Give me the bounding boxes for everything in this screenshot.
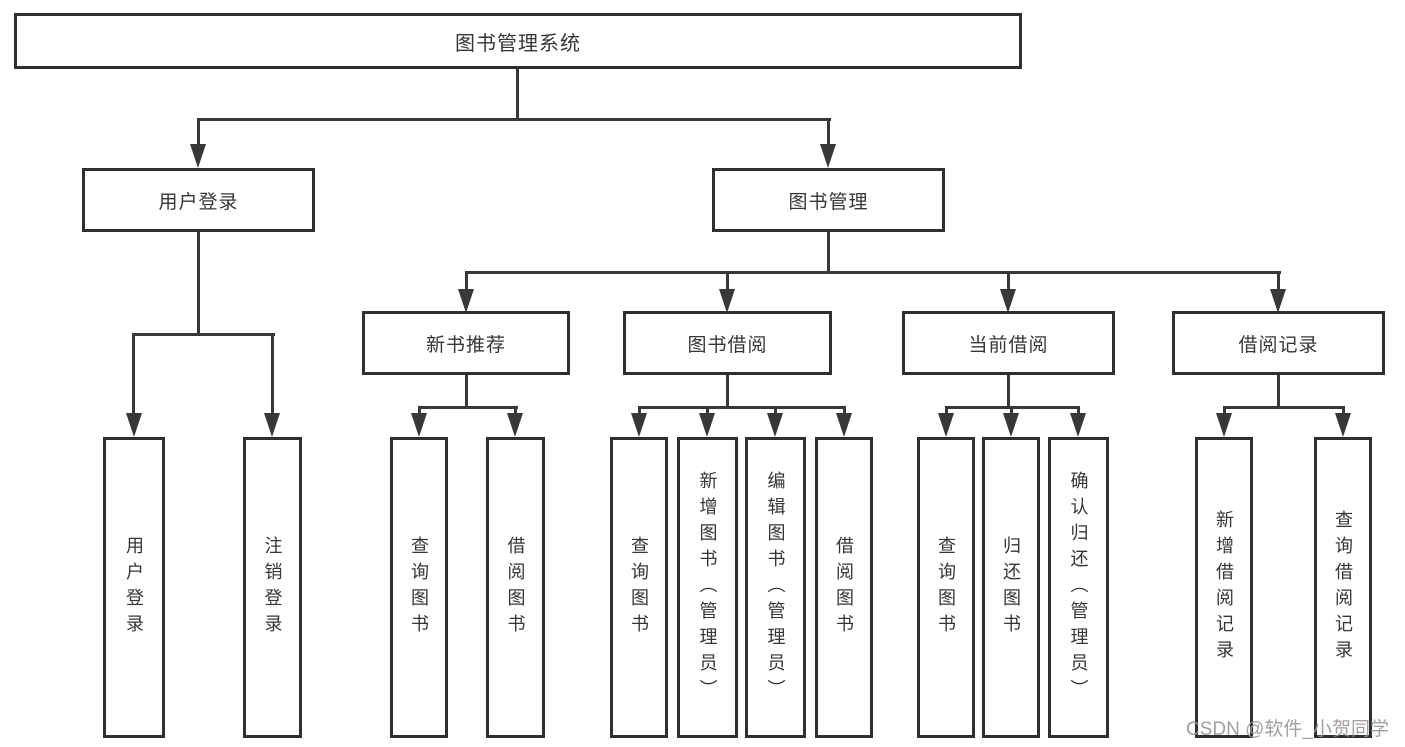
arrowhead-icon — [507, 413, 523, 437]
arrowhead-icon — [938, 413, 954, 437]
connector-user-login-rail — [132, 333, 275, 336]
connector-root-stem — [516, 69, 519, 121]
connector-leaf-stem — [465, 271, 468, 289]
connector-newbook-rail — [418, 406, 518, 409]
arrowhead-icon — [1000, 289, 1016, 313]
connector-records-rail — [1223, 406, 1345, 409]
connector-leaf-stem — [1077, 406, 1080, 414]
connector-leaf-stem — [1223, 406, 1226, 414]
leaf-borrow-books: 借阅图书 — [486, 437, 545, 738]
connector-leaf-stem — [1342, 406, 1345, 414]
node-book-borrowing: 图书借阅 — [623, 311, 832, 375]
leaf-logout: 注销登录 — [243, 437, 302, 738]
leaf-borrow-books: 借阅图书 — [815, 437, 873, 738]
node-borrowing-records: 借阅记录 — [1172, 311, 1385, 375]
watermark: CSDN @软件_小贺同学 — [1186, 719, 1389, 740]
arrowhead-icon — [1216, 413, 1232, 437]
connector-leaf-stem — [638, 406, 641, 414]
node-library-management-system: 图书管理系统 — [14, 13, 1022, 69]
arrowhead-icon — [767, 413, 783, 437]
node-current-borrowing: 当前借阅 — [902, 311, 1115, 375]
connector-newbook-down — [465, 375, 468, 408]
arrowhead-icon — [411, 413, 427, 437]
connector-leaf-stem — [1010, 406, 1013, 414]
connector-level3-rail — [465, 271, 1281, 274]
connector-level2-rail — [197, 118, 831, 121]
connector-book-mgmt-stem — [827, 118, 830, 146]
leaf-add-books-admin: 新增图书（管理员） — [677, 437, 738, 738]
node-book-management: 图书管理 — [712, 168, 945, 232]
leaf-query-borrow-record: 查询借阅记录 — [1314, 437, 1372, 738]
connector-borrowing-rail — [638, 406, 846, 409]
connector-borrowing-down — [726, 375, 729, 408]
arrowhead-icon — [631, 413, 647, 437]
connector-user-login-down — [197, 232, 200, 336]
connector-leaf-stem — [706, 406, 709, 414]
arrowhead-icon — [820, 144, 836, 168]
arrowhead-icon — [836, 413, 852, 437]
connector-leaf-stem — [514, 406, 517, 414]
arrowhead-icon — [1335, 413, 1351, 437]
connector-leaf-stem — [945, 406, 948, 414]
node-user-login: 用户登录 — [82, 168, 315, 232]
arrowhead-icon — [458, 289, 474, 313]
arrowhead-icon — [190, 144, 206, 168]
connector-leaf-stem — [843, 406, 846, 414]
connector-current-down — [1007, 375, 1010, 408]
arrowhead-icon — [126, 413, 142, 437]
arrowhead-icon — [1003, 413, 1019, 437]
connector-records-down — [1277, 375, 1280, 408]
connector-book-mgmt-down — [827, 232, 830, 273]
connector-leaf-stem — [132, 333, 135, 415]
leaf-confirm-return-admin: 确认归还（管理员） — [1048, 437, 1109, 738]
leaf-add-borrow-record: 新增借阅记录 — [1195, 437, 1253, 738]
connector-leaf-stem — [726, 271, 729, 289]
leaf-edit-books-admin: 编辑图书（管理员） — [745, 437, 806, 738]
leaf-query-books: 查询图书 — [917, 437, 975, 738]
connector-leaf-stem — [418, 406, 421, 414]
connector-leaf-stem — [1007, 271, 1010, 289]
leaf-query-books: 查询图书 — [390, 437, 448, 738]
node-new-book-recommendation: 新书推荐 — [362, 311, 570, 375]
arrowhead-icon — [719, 289, 735, 313]
arrowhead-icon — [1270, 289, 1286, 313]
connector-user-login-stem — [197, 118, 200, 146]
arrowhead-icon — [1070, 413, 1086, 437]
leaf-query-books: 查询图书 — [610, 437, 668, 738]
arrowhead-icon — [264, 413, 280, 437]
connector-leaf-stem — [271, 333, 274, 415]
arrowhead-icon — [699, 413, 715, 437]
connector-leaf-stem — [774, 406, 777, 414]
connector-leaf-stem — [1277, 271, 1280, 289]
leaf-user-login: 用户登录 — [103, 437, 165, 738]
leaf-return-books: 归还图书 — [982, 437, 1040, 738]
